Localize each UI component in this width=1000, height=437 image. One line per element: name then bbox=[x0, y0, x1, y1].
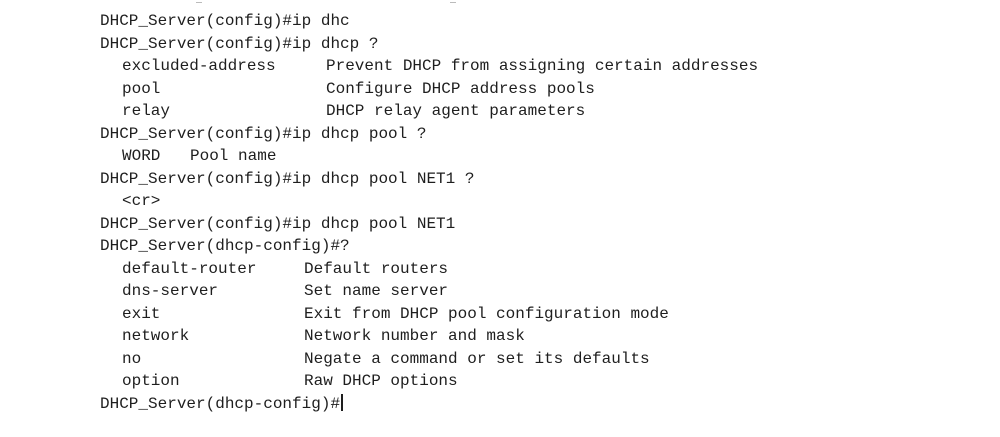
help-keyword: pool bbox=[122, 79, 161, 98]
top-edge-marks bbox=[0, 0, 1000, 10]
help-row: relay DHCP relay agent parameters bbox=[100, 100, 980, 123]
help-keyword: relay bbox=[122, 102, 171, 120]
prompt: DHCP_Server(dhcp-config)# bbox=[100, 394, 341, 413]
help-row: option Raw DHCP options bbox=[100, 370, 980, 393]
command-line: DHCP_Server(config)#ip dhc bbox=[100, 12, 350, 30]
help-keyword: option bbox=[122, 372, 180, 390]
help-description: Raw DHCP options bbox=[304, 372, 458, 390]
cli-terminal-output[interactable]: DHCP_Server(config)#ip dhc DHCP_Server(c… bbox=[100, 10, 980, 415]
edge-mark bbox=[450, 2, 456, 3]
help-description: Configure DHCP address pools bbox=[326, 79, 595, 98]
help-description: DHCP relay agent parameters bbox=[326, 102, 586, 120]
help-row: default-router Default routers bbox=[100, 258, 980, 281]
help-row: excluded-address Prevent DHCP from assign… bbox=[100, 55, 980, 78]
command-line: DHCP_Server(config)#ip dhcp pool NET1 bbox=[100, 214, 456, 233]
help-row: exit Exit from DHCP pool configuration mo… bbox=[100, 303, 980, 326]
current-prompt-line[interactable]: DHCP_Server(dhcp-config)# bbox=[100, 393, 980, 416]
help-keyword: no bbox=[122, 349, 142, 368]
help-description: Negate a command or set its defaults bbox=[304, 349, 650, 368]
help-keyword: excluded-address bbox=[122, 57, 276, 75]
help-description: Exit from DHCP pool configuration mode bbox=[304, 304, 669, 323]
command-line: DHCP_Server(config)#ip dhcp ? bbox=[100, 34, 379, 53]
help-description: Prevent DHCP from assigning certain addr… bbox=[326, 57, 759, 75]
carriage-return-hint: <cr> bbox=[122, 192, 161, 210]
help-description: Pool name bbox=[190, 147, 277, 165]
help-keyword: exit bbox=[122, 304, 161, 323]
text-cursor bbox=[341, 393, 344, 411]
help-row: no Negate a command or set its defaults bbox=[100, 348, 980, 371]
command-line: DHCP_Server(config)#ip dhcp pool NET1 ? bbox=[100, 169, 475, 188]
command-line: DHCP_Server(config)#ip dhcp pool ? bbox=[100, 124, 427, 143]
help-row: WORD Pool name bbox=[100, 145, 980, 168]
help-description: Set name server bbox=[304, 282, 449, 300]
help-keyword: network bbox=[122, 327, 190, 345]
help-row: network Network number and mask bbox=[100, 325, 980, 348]
command-line: DHCP_Server(dhcp-config)#? bbox=[100, 237, 350, 255]
help-row: dns-server Set name server bbox=[100, 280, 980, 303]
edge-mark bbox=[196, 2, 202, 3]
help-keyword: WORD bbox=[122, 147, 161, 165]
help-keyword: default-router bbox=[122, 259, 257, 278]
help-keyword: dns-server bbox=[122, 282, 219, 300]
help-description: Default routers bbox=[304, 259, 449, 278]
help-description: Network number and mask bbox=[304, 327, 525, 345]
help-row: pool Configure DHCP address pools bbox=[100, 78, 980, 101]
